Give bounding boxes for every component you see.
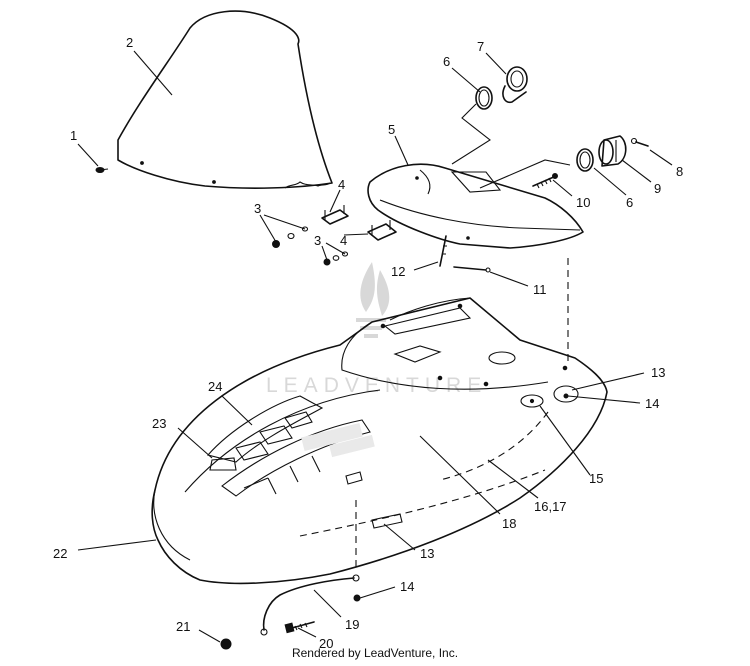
bracket-lower <box>367 220 397 241</box>
wire-lower <box>479 159 571 189</box>
callout-19: 19 <box>345 617 359 632</box>
callout-1: 1 <box>70 128 77 143</box>
callout-23: 23 <box>152 416 166 431</box>
callout-4-upper: 4 <box>338 177 345 192</box>
callout-6-lower: 6 <box>626 195 633 210</box>
callout-10: 10 <box>576 195 590 210</box>
callout-24: 24 <box>208 379 222 394</box>
callout-15: 15 <box>589 471 603 486</box>
bulb-8 <box>630 137 649 147</box>
hood-body <box>151 297 608 585</box>
cable-19 <box>260 574 360 636</box>
callout-16-17: 16,17 <box>534 499 567 514</box>
callout-21: 21 <box>176 619 190 634</box>
callout-2: 2 <box>126 35 133 50</box>
hardware-3-lower <box>323 251 349 266</box>
callout-9: 9 <box>654 181 661 196</box>
strap-12 <box>439 235 447 267</box>
callout-18: 18 <box>502 516 516 531</box>
callout-3-lower: 3 <box>314 233 321 248</box>
windshield <box>117 10 333 189</box>
bolt-20 <box>284 621 315 634</box>
watermark-logo <box>356 262 390 338</box>
callout-13-upper: 13 <box>651 365 665 380</box>
emblem-15 <box>520 394 544 408</box>
gauge-ring-upper <box>475 86 493 110</box>
dashed-cut-line-2 <box>439 411 549 481</box>
watermark-text: LEADVENTURE <box>266 374 487 397</box>
leader-lines <box>77 50 673 643</box>
callout-3-upper: 3 <box>254 201 261 216</box>
bracket-upper <box>321 205 349 225</box>
dash-console <box>367 163 584 249</box>
screw-14-lower <box>353 594 361 602</box>
callout-14-upper: 14 <box>645 396 659 411</box>
callout-11: 11 <box>533 282 547 297</box>
rod-11 <box>453 266 491 273</box>
nut-21 <box>220 638 232 650</box>
vent-panel <box>206 395 375 497</box>
hardware-3-upper <box>272 226 309 248</box>
screw-1 <box>95 167 109 173</box>
callout-8: 8 <box>676 164 683 179</box>
badge-13-upper <box>553 385 579 403</box>
screw-10 <box>532 173 558 189</box>
callout-5: 5 <box>388 122 395 137</box>
callout-14-lower: 14 <box>400 579 414 594</box>
gauge-body-9 <box>598 135 627 167</box>
callout-6-upper: 6 <box>443 54 450 69</box>
wire-upper <box>451 103 491 165</box>
callout-13-lower: 13 <box>420 546 434 561</box>
callout-20: 20 <box>319 636 333 651</box>
footer-credit: Rendered by LeadVenture, Inc. <box>291 646 459 660</box>
callout-4-lower: 4 <box>340 233 347 248</box>
mount-tab-front <box>345 471 363 485</box>
callout-22: 22 <box>53 546 67 561</box>
gauge-ring-lower <box>576 148 594 172</box>
gauge-bezel-7 <box>502 66 528 104</box>
callout-7: 7 <box>477 39 484 54</box>
callout-labels: 1 2 3 3 4 4 5 6 6 7 8 9 10 11 12 13 13 1… <box>53 35 683 651</box>
grommet-13-lower <box>371 513 403 529</box>
callout-12: 12 <box>391 264 405 279</box>
